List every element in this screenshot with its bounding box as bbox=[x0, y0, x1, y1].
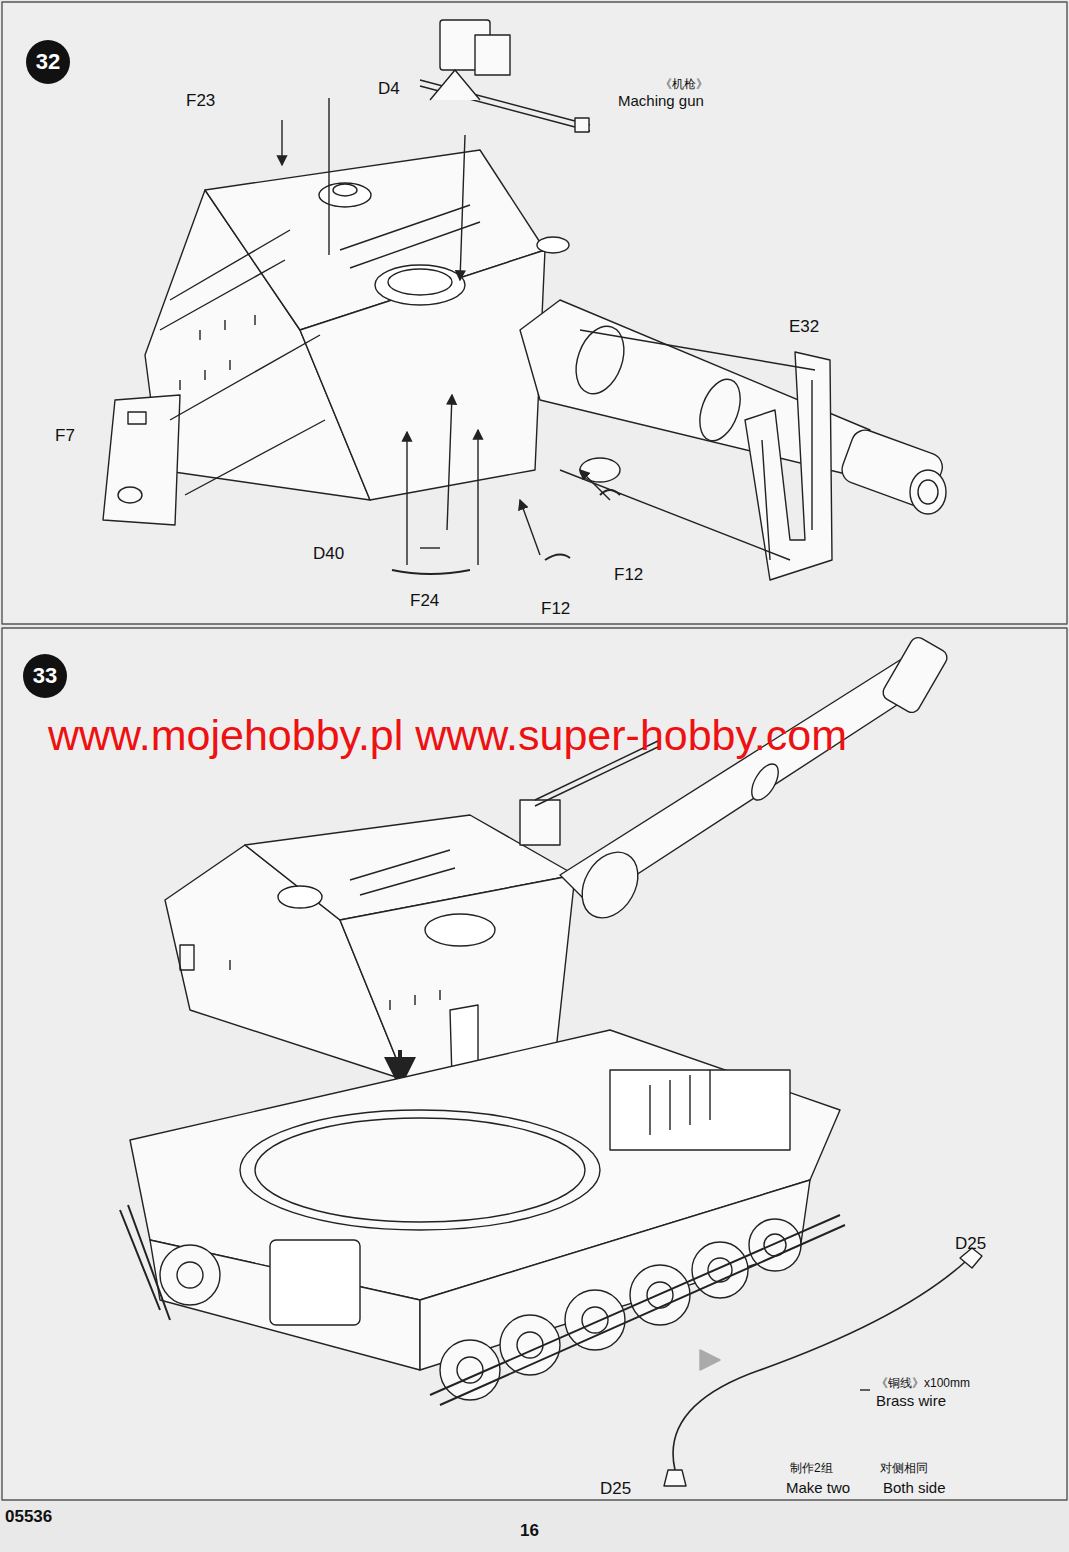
kit-number: 05536 bbox=[5, 1508, 52, 1527]
part-number: D25 bbox=[600, 1480, 631, 1499]
part-note: Brass wire bbox=[876, 1393, 946, 1410]
watermark: www.mojehobby.pl www.super-hobby.com bbox=[48, 712, 847, 759]
part-number: F23 bbox=[186, 92, 215, 111]
part-note: 制作2组 bbox=[790, 1462, 833, 1475]
part-number: E32 bbox=[789, 318, 819, 337]
step-number-circle: 32 bbox=[26, 40, 70, 84]
part-note: Make two bbox=[786, 1480, 850, 1497]
part-number: D40 bbox=[313, 545, 344, 564]
step-number: 32 bbox=[36, 49, 60, 75]
part-number: D4 bbox=[378, 80, 400, 99]
part-note: Maching gun bbox=[618, 93, 704, 110]
step-number-circle: 33 bbox=[23, 654, 67, 698]
part-number: F12 bbox=[541, 600, 570, 619]
part-note: 《铜线》x100mm bbox=[876, 1377, 970, 1390]
part-number: F12 bbox=[614, 566, 643, 585]
page-number: 16 bbox=[520, 1522, 539, 1541]
step-number: 33 bbox=[33, 663, 57, 689]
part-note: 《机枪》 bbox=[660, 78, 708, 91]
part-note: 对侧相同 bbox=[880, 1462, 928, 1475]
part-number: D25 bbox=[955, 1235, 986, 1254]
part-number: F7 bbox=[55, 427, 75, 446]
part-note: Both side bbox=[883, 1480, 946, 1497]
part-number: F24 bbox=[410, 592, 439, 611]
